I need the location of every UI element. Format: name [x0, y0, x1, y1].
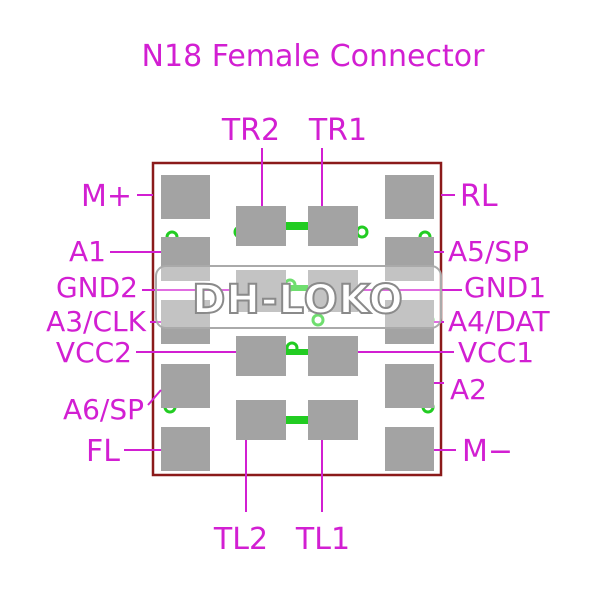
- trace-middle-1: [283, 285, 311, 291]
- pad-a2: [385, 364, 434, 408]
- pin-label-a6-sp: A6/SP: [63, 393, 144, 426]
- diagram-title: N18 Female Connector: [142, 39, 486, 74]
- watermark-box: [155, 265, 442, 329]
- watermark-text: DH-LOKO: [192, 277, 404, 323]
- pad-a6-sp: [161, 364, 210, 408]
- pin-label-a5-sp: A5/SP: [448, 235, 529, 268]
- pin-label-vcc1: VCC1: [458, 336, 534, 369]
- pad-tr1: [308, 206, 358, 246]
- pin-label-gnd2: GND2: [56, 271, 138, 304]
- pad-gnd2: [236, 270, 286, 312]
- pad-a4-dat: [385, 300, 434, 344]
- pin-label-tr1: TR1: [308, 113, 367, 148]
- pad-tr2: [236, 206, 286, 246]
- pin-label-tl1: TL1: [295, 522, 350, 557]
- pad-a1: [161, 237, 210, 281]
- pad-gnd1: [308, 270, 358, 312]
- pin-label-a2: A2: [450, 373, 487, 406]
- pad-a3-clk: [161, 300, 210, 344]
- pad-rl: [385, 175, 434, 219]
- via-ring: [285, 341, 299, 355]
- pin-label-tl2: TL2: [213, 522, 268, 557]
- pad-tl1: [308, 400, 358, 440]
- pad-tl2: [236, 400, 286, 440]
- pin-label-fl: FL: [86, 434, 120, 469]
- trace-top: [283, 222, 311, 230]
- pad-m-minus: [385, 427, 434, 471]
- pad-a5-sp: [385, 237, 434, 281]
- pin-label-m-plus: M+: [81, 179, 132, 214]
- pad-fl: [161, 427, 210, 471]
- pad-m-plus: [161, 175, 210, 219]
- pin-label-gnd1: GND1: [464, 271, 546, 304]
- pin-label-tr2: TR2: [221, 113, 280, 148]
- pad-vcc1: [308, 336, 358, 376]
- pin-label-a1: A1: [69, 235, 106, 268]
- pin-label-m-minus: M−: [462, 434, 513, 469]
- via-ring: [311, 313, 325, 327]
- pad-vcc2: [236, 336, 286, 376]
- pin-label-a3-clk: A3/CLK: [46, 305, 147, 338]
- leader-a6-sp: [147, 389, 162, 406]
- trace-bottom: [283, 416, 311, 424]
- pin-label-rl: RL: [460, 179, 498, 214]
- pin-label-a4-dat: A4/DAT: [448, 305, 550, 338]
- pin-label-vcc2: VCC2: [56, 336, 132, 369]
